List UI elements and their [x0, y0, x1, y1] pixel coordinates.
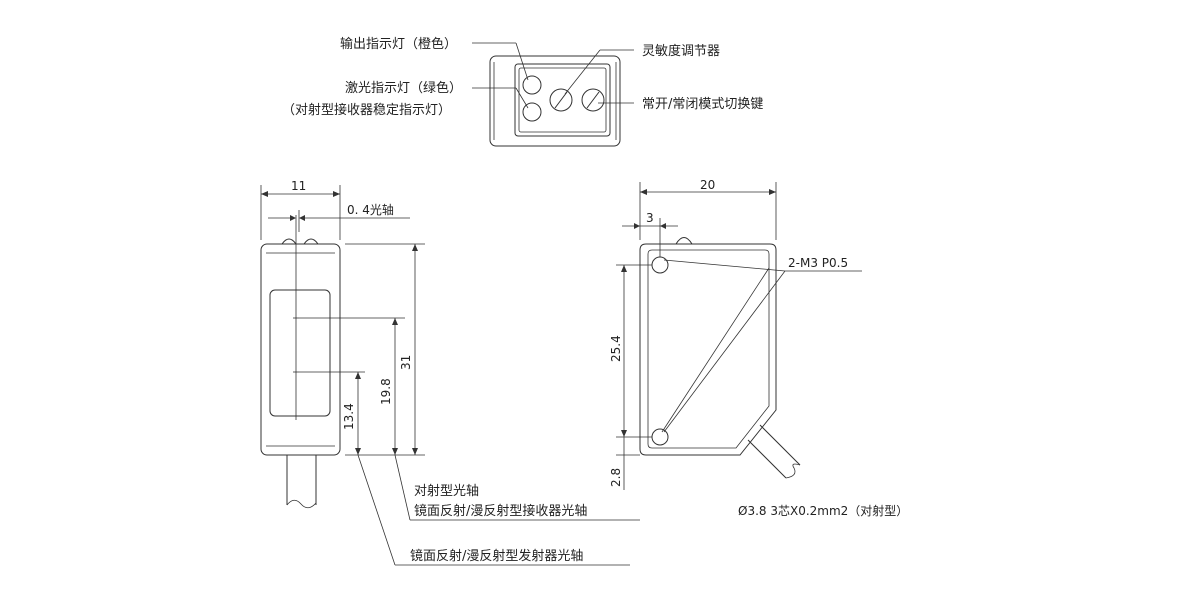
side-cable-top	[759, 424, 801, 466]
side-view: 20 3 25.4 2.8 2-M3 P0.5 Ø3.8 3芯X0.2mm2（对…	[609, 178, 908, 518]
top-view: 输出指示灯（橙色） 激光指示灯（绿色） （对射型接收器稳定指示灯） 灵敏度调节器…	[282, 36, 763, 147]
label-cable: Ø3.8 3芯X0.2mm2（对射型）	[738, 503, 908, 518]
dim-2-8-text: 2.8	[609, 468, 623, 487]
label-output-led: 输出指示灯（橙色）	[340, 36, 457, 52]
label-thru-beam-axis: 对射型光轴	[414, 483, 479, 499]
label-laser-led: 激光指示灯（绿色）	[345, 80, 462, 96]
dim-13-4-text: 13.4	[342, 403, 356, 430]
sensitivity-slot	[554, 91, 568, 109]
leader-sensitivity	[564, 49, 601, 95]
label-sensitivity: 灵敏度调节器	[642, 43, 720, 59]
front-view: 11 0. 4光轴 31 19.8 13.4 对射型光轴 镜面反射/漫反射型接收…	[260, 179, 640, 566]
dim-19-8-text: 19.8	[379, 378, 393, 405]
label-receiver-axis: 镜面反射/漫反射型接收器光轴	[414, 503, 587, 519]
side-cable-bottom	[747, 439, 787, 479]
top-view-panel	[514, 63, 611, 137]
dim-axis-arrows	[290, 215, 305, 221]
dim-3-text: 3	[646, 211, 654, 225]
leader-laser-led	[515, 87, 529, 109]
mount-hole-bottom	[651, 428, 669, 446]
leader-output-led	[515, 42, 529, 81]
front-window	[269, 289, 331, 417]
side-view-housing	[639, 243, 777, 456]
mode-switch	[581, 88, 605, 112]
label-mode-switch: 常开/常闭模式切换键	[642, 97, 763, 112]
dim-11-text: 11	[291, 179, 306, 193]
front-view-housing	[260, 243, 341, 456]
label-holes: 2-M3 P0.5	[788, 256, 848, 270]
leader-receiver-axis	[394, 454, 411, 521]
label-emitter-axis: 镜面反射/漫反射型发射器光轴	[410, 548, 583, 564]
dim-31-text: 31	[399, 355, 413, 370]
front-bump-right	[303, 238, 319, 245]
front-cable-break	[286, 499, 317, 509]
leader-holes-b	[663, 270, 786, 433]
leader-holes-a	[663, 259, 786, 272]
sensitivity-adjuster	[549, 88, 573, 112]
dim-20-text: 20	[700, 178, 715, 192]
leader-emitter-axis	[357, 454, 396, 566]
dim-axis-text: 0. 4光轴	[347, 202, 394, 217]
laser-led	[522, 102, 542, 122]
dim-25-4-text: 25.4	[609, 335, 623, 362]
diagonal-edge	[661, 267, 770, 433]
side-view-inner	[647, 249, 770, 449]
output-led	[522, 75, 542, 95]
top-view-housing	[489, 55, 621, 147]
mount-hole-top	[651, 256, 669, 274]
side-cable-break	[785, 463, 801, 479]
label-laser-led-note: （对射型接收器稳定指示灯）	[282, 102, 451, 118]
front-bump-left	[281, 238, 297, 245]
side-bump	[675, 237, 693, 245]
mode-switch-slot	[586, 91, 600, 109]
top-view-panel-inner	[518, 67, 607, 133]
